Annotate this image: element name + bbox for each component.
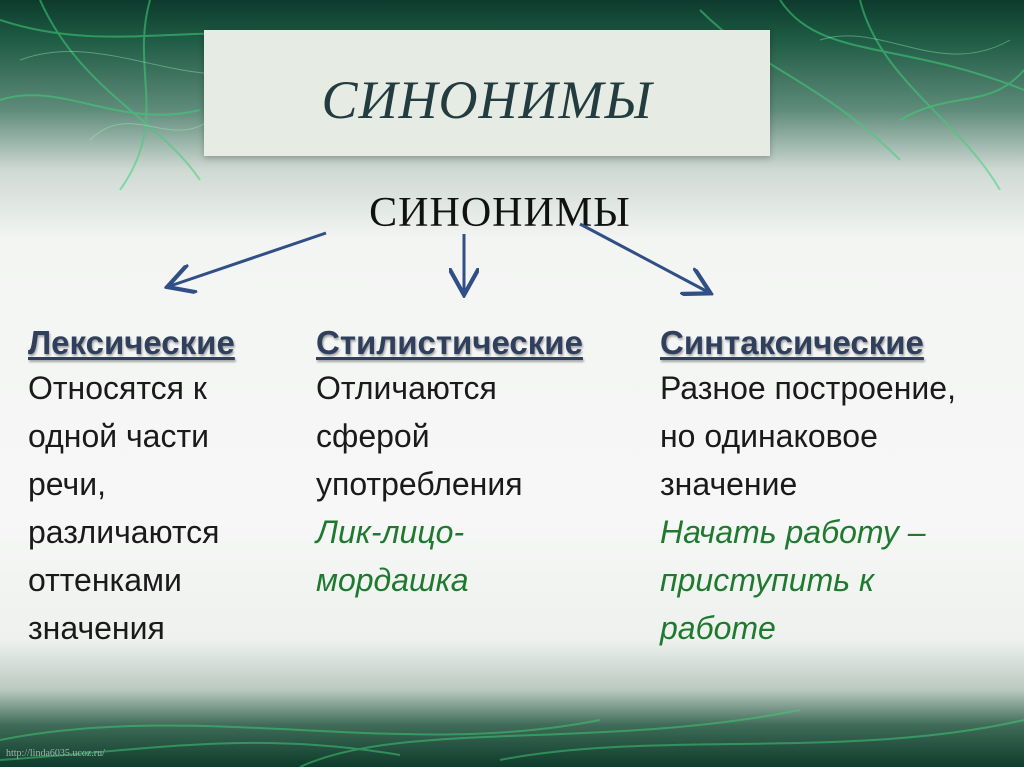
column-text-lexical: Относятся к одной части речи, различаютс… [28, 370, 220, 646]
diagram-heading: СИНОНИМЫ [369, 190, 631, 236]
column-text-syntactic: Разное построение, но одинаковое значени… [660, 370, 956, 502]
column-example-syntactic: Начать работу – приступить к работе [660, 514, 926, 646]
slide-title: СИНОНИМЫ [321, 70, 653, 130]
column-heading-syntactic: Синтаксические [660, 324, 924, 361]
title-box: СИНОНИМЫ [204, 30, 770, 156]
column-text-stylistic: Отличаются сферой употребления [316, 370, 523, 502]
footer-url: http://linda6035.ucoz.ru/ [6, 748, 105, 759]
column-example-stylistic: Лик-лицо- мордашка [316, 514, 469, 598]
column-lexical: Лексические Относятся к одной части речи… [28, 322, 308, 652]
grass-decoration-bottom [0, 709, 1024, 767]
column-syntactic: Синтаксические Разное построение, но оди… [660, 322, 1022, 652]
column-heading-lexical: Лексические [28, 324, 235, 361]
grass-decoration-top [0, 0, 1024, 190]
column-heading-stylistic: Стилистические [316, 324, 583, 361]
column-stylistic: Стилистические Отличаются сферой употреб… [316, 322, 646, 604]
